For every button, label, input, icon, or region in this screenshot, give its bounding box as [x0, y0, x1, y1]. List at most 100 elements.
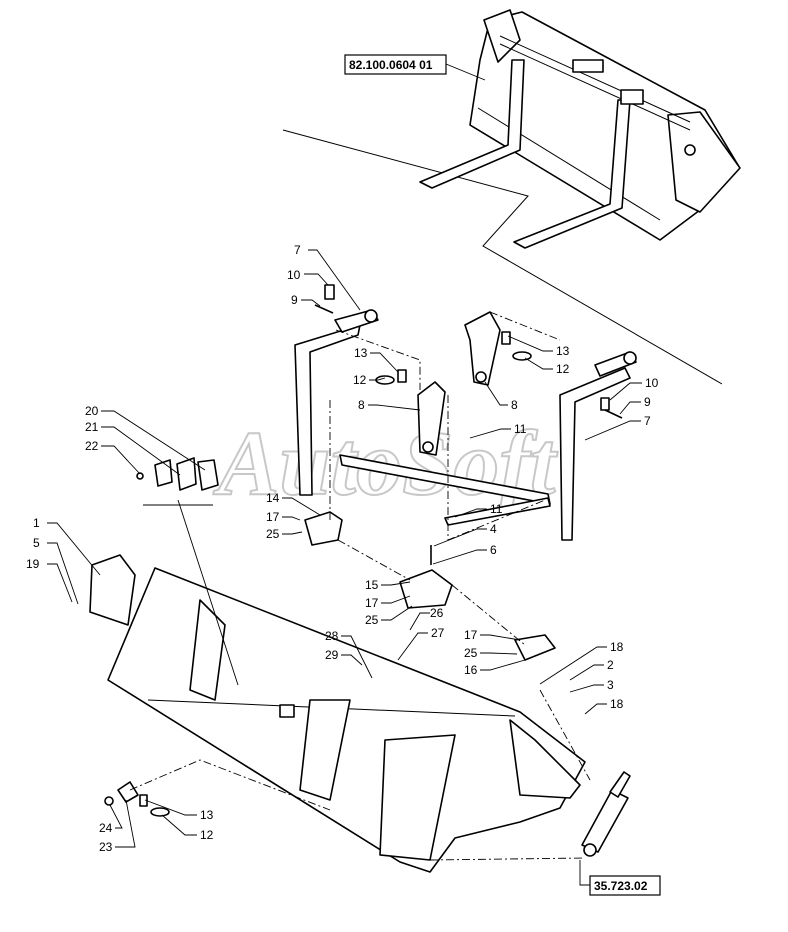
bucket-rib-2: [299, 699, 351, 801]
leader-17-mid: [381, 595, 411, 604]
callout-17-mid: 17: [365, 596, 379, 610]
guard-1: [89, 554, 136, 626]
callout-25-right: 25: [464, 646, 478, 660]
pin-far-right: [604, 409, 623, 419]
leader-14: [282, 497, 321, 516]
callout-19: 19: [26, 557, 40, 571]
leader-15: [381, 581, 411, 586]
assembly-line-4: [489, 311, 561, 341]
latch-23: [117, 781, 139, 803]
callout-24: 24: [99, 821, 113, 835]
spring-far-right: [600, 397, 610, 411]
pad-pointer-line: [177, 499, 239, 686]
callout-27: 27: [431, 626, 445, 640]
cylinder-body: [581, 789, 629, 853]
callout-22: 22: [85, 439, 99, 453]
assembly-line-6: [451, 584, 526, 646]
pin-left: [314, 304, 334, 314]
fork-clamp-right: [620, 89, 644, 105]
bracket-14: [304, 511, 343, 546]
pin-right: [512, 351, 532, 361]
leader-4: [433, 528, 487, 547]
leader-9-left: [301, 299, 321, 307]
leader-13-lower: [144, 799, 197, 816]
tine-right-body: [559, 367, 631, 541]
callout-11-lower: 11: [490, 502, 503, 516]
spring-mid: [397, 369, 407, 383]
fork-right-plate: [667, 111, 741, 213]
callout-18-upper: 18: [610, 640, 624, 654]
leader-25-mid: [381, 605, 413, 621]
bracket-16: [514, 634, 556, 661]
assembly-line-9: [539, 689, 591, 781]
leader-22: [101, 445, 141, 475]
pin-24: [104, 796, 114, 806]
leader-8-right: [484, 381, 508, 406]
leader-3: [569, 684, 604, 693]
leader-19: [47, 563, 73, 603]
tine-right: [559, 351, 637, 541]
callout-4: 4: [490, 522, 497, 536]
cylinder-eye: [583, 843, 597, 857]
callout-9-right: 9: [644, 395, 651, 409]
leader-8-left: [368, 404, 421, 411]
leader-27: [397, 632, 428, 661]
leader-26: [409, 612, 430, 631]
pin-12-lower: [150, 807, 170, 817]
screw-22: [136, 472, 144, 480]
reference-fork-assembly[interactable]: 82.100.0604 01: [344, 54, 447, 75]
bracket-15: [399, 569, 453, 609]
leader-13-left: [370, 352, 399, 373]
callout-20: 20: [85, 404, 99, 418]
callout-28: 28: [325, 629, 339, 643]
callout-14: 14: [266, 491, 280, 505]
fork-top-bar-edge: [499, 43, 691, 131]
leader-1: [47, 522, 101, 576]
callout-2: 2: [607, 658, 614, 672]
reference-cylinder[interactable]: 35.723.02: [589, 875, 661, 896]
reference-cylinder-leader: [579, 860, 590, 886]
callout-6: 6: [490, 543, 497, 557]
callout-3: 3: [607, 678, 614, 692]
callout-21: 21: [85, 420, 99, 434]
fork-pin-hole: [684, 144, 696, 156]
callout-18-lower: 18: [610, 697, 624, 711]
leader-23: [115, 799, 136, 848]
callout-12-right: 12: [556, 362, 570, 376]
callout-5: 5: [33, 536, 40, 550]
callout-7-right: 7: [644, 414, 651, 428]
callout-25-mid: 25: [365, 613, 379, 627]
leader-12-right: [524, 357, 553, 370]
assembly-line-7: [129, 759, 331, 811]
spring-left: [324, 284, 335, 300]
pad-3: [197, 459, 219, 491]
reference-cylinder-text: 35.723.02: [594, 879, 648, 893]
callout-12-lower: 12: [200, 828, 214, 842]
leader-28: [341, 635, 373, 679]
callout-7-left: 7: [294, 243, 301, 257]
leader-16: [480, 659, 526, 671]
leader-2: [569, 664, 604, 681]
callout-23: 23: [99, 840, 113, 854]
leader-13-right: [507, 335, 553, 352]
spring-right: [501, 331, 511, 345]
leader-18-lower: [584, 703, 607, 715]
leader-10-right: [609, 382, 642, 401]
fork-tine-left: [419, 59, 525, 189]
leader-25-upper: [282, 531, 303, 535]
callout-9-left: 9: [291, 293, 298, 307]
reference-fork-leader: [445, 63, 486, 81]
shaft-end: [444, 497, 551, 526]
cylinder-rod: [609, 771, 631, 798]
cylinder-drawing: [581, 771, 631, 857]
leader-29: [341, 654, 363, 666]
leader-12-left: [369, 377, 386, 381]
pad-2: [176, 457, 197, 491]
hook-right-hole: [475, 371, 487, 383]
assembly-line-5: [337, 539, 411, 581]
fork-assembly-drawing: [419, 9, 741, 249]
leader-25-right: [480, 652, 518, 655]
callout-12-left: 12: [353, 373, 367, 387]
